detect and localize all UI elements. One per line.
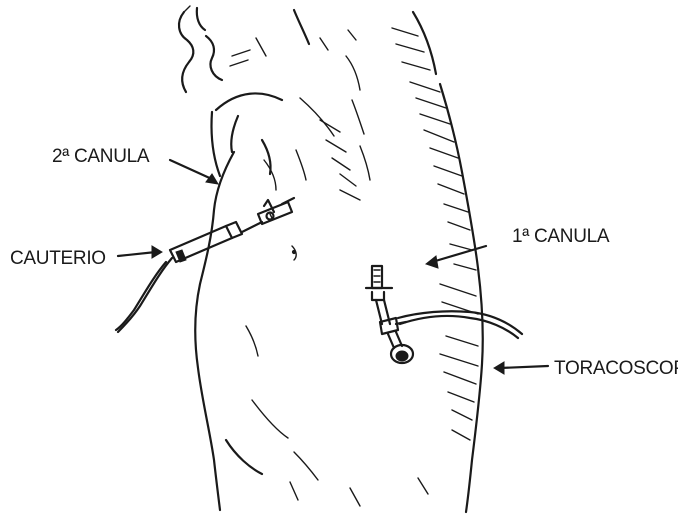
cautery-instrument [116, 222, 262, 332]
arrow-second-cannula [170, 160, 218, 184]
arrow-cautery [118, 246, 162, 258]
shading-hatching [230, 28, 478, 506]
cautery-label: CAUTERIO [10, 248, 106, 269]
body-outline [179, 6, 483, 512]
first-cannula-label: 1ª CANULA [512, 226, 610, 247]
thoracoscope-instrument [366, 266, 522, 363]
arrow-thoracoscope [494, 362, 548, 374]
thoracoscope-label: TORACOSCOPIO [554, 358, 678, 379]
second-cannula-label: 2ª CANULA [52, 146, 150, 167]
second-cannula [258, 198, 294, 224]
